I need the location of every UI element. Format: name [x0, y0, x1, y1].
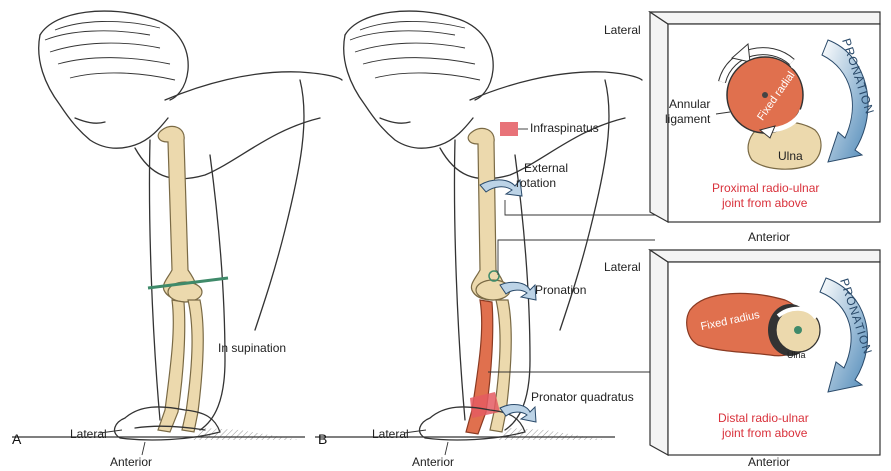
humerus-b	[467, 127, 506, 301]
infraspinatus-label: Infraspinatus	[530, 121, 599, 135]
external-rotation-arrow-icon	[479, 178, 523, 197]
ulna-a	[181, 299, 204, 433]
inset-top-caption-1: Proximal radio-ulnar	[712, 181, 819, 195]
panel-b-anterior-label: Anterior	[412, 455, 454, 469]
pronator-quadratus-muscle	[470, 392, 500, 418]
inset-top-lateral-label: Lateral	[604, 23, 641, 37]
external-rotation-label-1: External	[524, 161, 568, 175]
panel-a-letter: A	[12, 431, 22, 447]
panel-b-figure	[315, 10, 643, 441]
inset-top-caption-2: joint from above	[721, 196, 808, 210]
inset-top-pronation-arrow-icon	[821, 39, 869, 163]
inset-top-annular-label-1: Annular	[669, 97, 710, 111]
external-rotation-label-2: rotation	[516, 176, 556, 190]
inset-top-anterior-label: Anterior	[748, 230, 790, 244]
humerus-a	[157, 125, 198, 301]
pronator-quadratus-label: Pronator quadratus	[531, 390, 634, 404]
inset-bottom-box	[648, 248, 881, 457]
inset-top-box	[648, 10, 881, 224]
radius-a	[157, 299, 186, 433]
panel-a-anterior-label: Anterior	[110, 455, 152, 469]
panel-a-lateral-label: Lateral	[70, 427, 107, 441]
panel-a-figure	[12, 10, 343, 441]
inset-top-ulna-label: Ulna	[778, 149, 803, 163]
inset-bottom-ulna-label: Ulna	[787, 350, 806, 360]
inset-top-annular-label-2: ligament	[665, 112, 711, 126]
rotation-axis-a	[147, 276, 229, 290]
panel-b-lateral-label: Lateral	[372, 427, 409, 441]
ulna-b	[489, 299, 512, 433]
pronation-arrow-icon	[499, 281, 537, 301]
inset-bottom-lateral-label: Lateral	[604, 260, 641, 274]
infraspinatus-muscle	[500, 122, 518, 136]
inset-bottom-anterior-label: Anterior	[748, 455, 790, 469]
pronation-label: Pronation	[535, 283, 586, 297]
inset-bottom-caption-2: joint from above	[721, 426, 808, 440]
pronator-quadratus-arrow-icon	[499, 404, 537, 423]
panel-a-supination-label: In supination	[218, 341, 286, 355]
inset-bottom-pronation-arrow-icon	[819, 277, 868, 393]
inset-bottom-caption-1: Distal radio-ulnar	[718, 411, 809, 425]
panel-b-letter: B	[318, 431, 327, 447]
